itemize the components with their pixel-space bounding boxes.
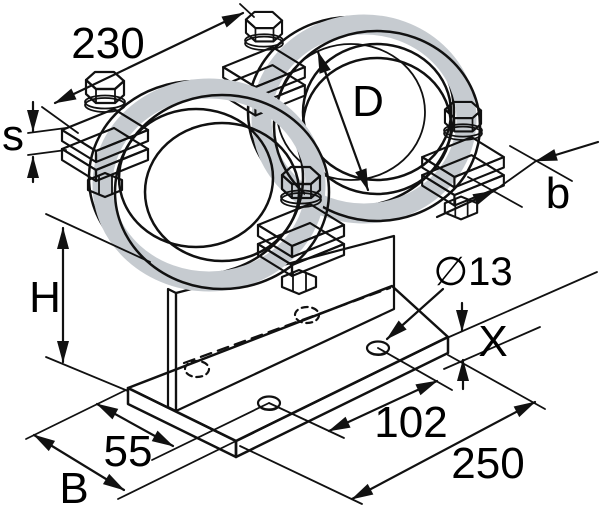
dim-hole-diameter-13: ∅13 — [385, 250, 513, 341]
dim-clamp-spacing-230: 230 — [41, 3, 255, 134]
dim-base-length-250: 250 — [239, 354, 546, 505]
ext-line — [27, 127, 67, 134]
dim-X-label: X — [478, 317, 507, 366]
ext-line — [25, 389, 127, 440]
ext-line — [117, 440, 237, 500]
ext-line — [509, 145, 573, 182]
dim-b-label: b — [546, 169, 570, 218]
ext-line — [268, 402, 345, 439]
dim-support-height-H: H — [29, 213, 151, 392]
ext-line — [467, 176, 523, 208]
ext-line — [27, 149, 67, 156]
dim-55-label: 55 — [104, 427, 153, 476]
hidden-hole-left — [183, 359, 211, 379]
front-clamp-inner-surface — [118, 108, 300, 262]
ext-line — [377, 347, 453, 391]
ext-line — [45, 356, 129, 392]
hidden-hole-right — [293, 305, 321, 325]
dim-strap-thickness-s: s — [2, 100, 67, 184]
web-plate — [166, 234, 396, 413]
dim-pipe-diameter-D: D — [316, 50, 384, 192]
dim-B-label: B — [59, 464, 88, 513]
ext-line — [239, 445, 363, 505]
dim-D-label: D — [352, 77, 384, 126]
dim-line — [53, 11, 245, 105]
dim-plate-thickness-X: X — [439, 271, 598, 391]
dim-hole-pitch-102: 102 — [268, 347, 453, 447]
ext-line — [151, 402, 270, 461]
ext-line — [239, 3, 255, 18]
dim-s-label: s — [2, 111, 24, 160]
ext-line — [447, 354, 546, 410]
dim-line — [493, 160, 537, 192]
dim-line — [435, 189, 496, 219]
dim-strap-width-b: b — [435, 140, 600, 219]
dim-H-label: H — [29, 273, 61, 322]
bolt-hole-front-right-depth — [367, 350, 388, 356]
dim-line — [95, 402, 175, 448]
dim-250-label: 250 — [451, 439, 524, 488]
web-end-face — [166, 287, 178, 413]
dim-102-label: 102 — [374, 398, 447, 447]
dim-base-width-B: B — [32, 433, 237, 513]
ext-line — [45, 213, 151, 263]
hidden-base-far-edge — [182, 286, 392, 365]
dim-230-label: 230 — [71, 19, 144, 68]
dim-line — [32, 433, 126, 492]
dim-hole-diameter-label: ∅13 — [433, 250, 512, 294]
leader-line — [385, 287, 445, 341]
dim-line — [534, 140, 600, 163]
ext-line — [41, 106, 79, 134]
dim-line — [350, 400, 537, 501]
web-front-face — [174, 234, 396, 413]
dim-line — [316, 50, 370, 192]
hidden-lines — [182, 286, 392, 379]
front-pipe-clamp — [60, 70, 346, 296]
